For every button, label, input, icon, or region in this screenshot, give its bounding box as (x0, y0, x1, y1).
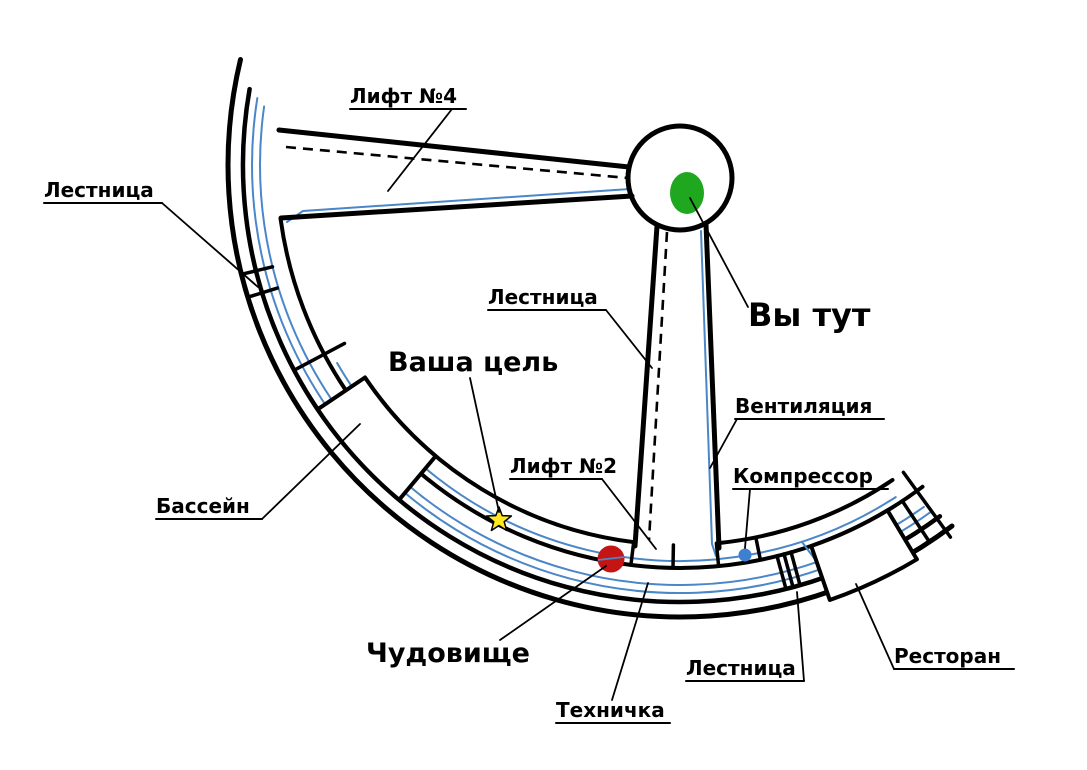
spoke-corridors (276, 127, 722, 551)
label-monster: Чудовище (366, 638, 530, 669)
duct-lines (251, 97, 933, 595)
goal-star-marker (485, 506, 513, 532)
leader-ventilation (709, 418, 738, 469)
stairs-bottom-symbol (775, 550, 802, 591)
lift4-dashed-path (285, 145, 629, 180)
label-goal: Ваша цель (388, 347, 558, 378)
leader-stairs-mid (605, 309, 653, 369)
central-corridor-wall (703, 221, 722, 551)
labels: Лифт №4 Лестница Лестница Ваша цель Вы т… (44, 84, 1001, 722)
leader-restaurant (855, 583, 895, 670)
label-you-are-here: Вы тут (748, 296, 871, 334)
label-underlines (43, 108, 1015, 724)
hidden-route-dashes (285, 145, 669, 541)
stairs-step (775, 554, 788, 591)
leader-you-are-here (689, 197, 749, 308)
inner-wall-arc-right (716, 478, 895, 546)
duct-central-corridor (700, 230, 717, 557)
label-stairs-bottom: Лестница (686, 656, 796, 680)
wall-partitions (239, 265, 953, 591)
leader-compressor (744, 488, 751, 549)
label-leaders (43, 108, 1015, 724)
partition (901, 470, 953, 539)
duct-arc-outer2 (259, 105, 925, 586)
lift4-corridor-wall (278, 193, 635, 221)
partition (292, 341, 347, 372)
duct-over-monster (597, 556, 625, 561)
mid-wall-arc (278, 217, 925, 570)
stairs-step (239, 272, 250, 299)
stairs-left-symbol (239, 265, 280, 299)
leader-lift2 (601, 478, 657, 550)
label-pool: Бассейн (156, 494, 250, 518)
you-are-here-marker (670, 172, 704, 214)
compressor-marker (738, 548, 752, 562)
duct-arc-outer (251, 97, 933, 595)
lift4-corridor-wall (276, 127, 632, 170)
label-restaurant: Ресторан (894, 644, 1001, 668)
label-stairs-left: Лестница (44, 178, 154, 202)
stairs-step (782, 552, 795, 589)
leader-goal (469, 377, 500, 513)
stairs-step (246, 286, 280, 299)
central-corridor-wall (632, 223, 660, 549)
outer-wall-arc (240, 86, 943, 605)
leader-lines (161, 108, 895, 701)
partition (754, 535, 763, 562)
stairs-step (239, 265, 275, 277)
label-lift2: Лифт №2 (510, 454, 617, 478)
label-stairs-mid: Лестница (488, 285, 598, 309)
restaurant-room (809, 508, 919, 602)
label-tech-room: Техничка (556, 698, 665, 722)
leader-pool (261, 423, 361, 520)
leader-stairs-bottom (796, 591, 805, 682)
leader-monster (499, 565, 607, 641)
leader-stairs-left (161, 202, 259, 288)
leader-tech-room (611, 582, 649, 701)
label-ventilation: Вентиляция (735, 394, 872, 418)
partition (900, 499, 932, 544)
stairs-dashed-path (647, 231, 669, 541)
label-lift4: Лифт №4 (350, 84, 457, 108)
leader-lift4 (387, 108, 453, 192)
label-compressor: Компрессор (733, 464, 873, 488)
stairs-step (789, 550, 802, 587)
pool-room (315, 375, 438, 502)
